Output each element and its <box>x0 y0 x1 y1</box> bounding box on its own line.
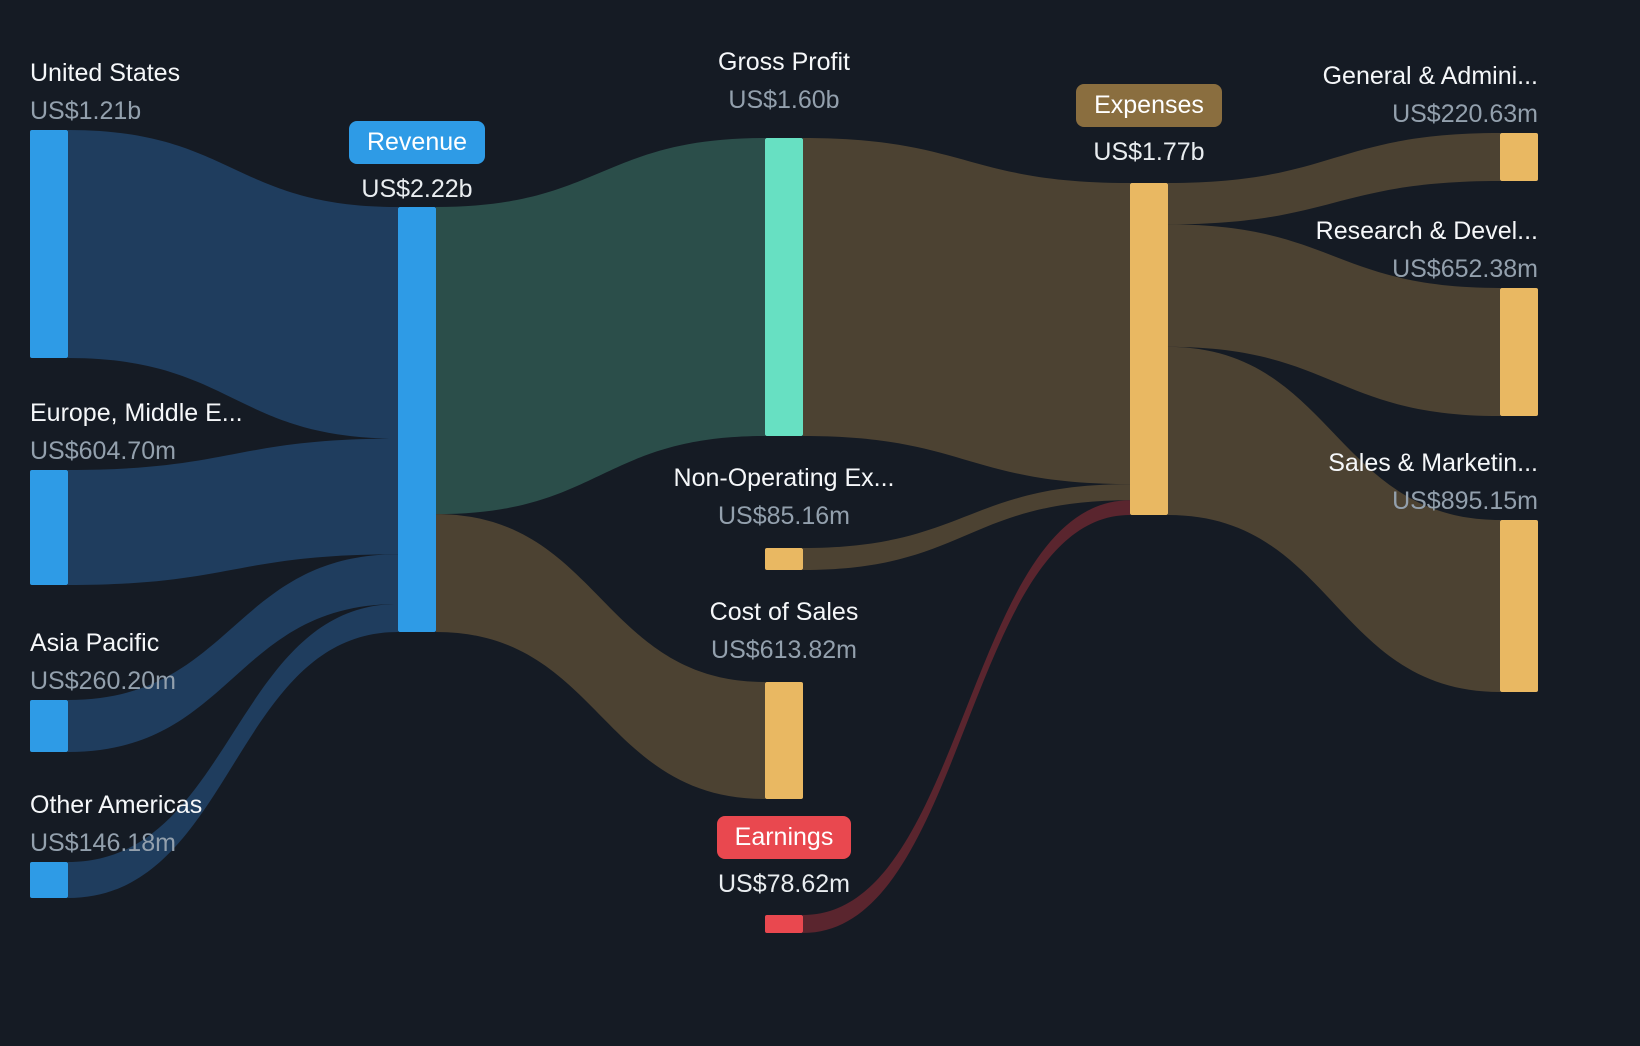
node-label-sales-marketing: Sales & Marketin... US$895.15m <box>1328 448 1538 518</box>
node-asia-pacific[interactable] <box>30 700 68 752</box>
node-sales-marketing[interactable] <box>1500 520 1538 692</box>
node-label-earnings: Earnings US$78.62m <box>584 816 984 900</box>
node-cost-of-sales[interactable] <box>765 682 803 799</box>
flow-asia-pacific-to-revenue[interactable] <box>68 554 398 752</box>
label-value: US$1.77b <box>1093 137 1205 166</box>
label-value: US$1.21b <box>30 97 142 126</box>
node-label-non-operating-expenses: Non-Operating Ex... US$85.16m <box>584 463 984 533</box>
label-text: Research & Devel... <box>1315 217 1538 245</box>
label-value: US$85.16m <box>717 502 851 531</box>
node-united-states[interactable] <box>30 130 68 358</box>
label-value: US$1.60b <box>728 86 840 115</box>
node-non-operating[interactable] <box>765 548 803 570</box>
label-value: US$613.82m <box>711 636 857 665</box>
flow-revenue-to-gross-profit[interactable] <box>436 138 765 515</box>
label-text: Non-Operating Ex... <box>673 464 895 492</box>
label-text: Europe, Middle E... <box>30 399 243 427</box>
node-label-united-states: United States US$1.21b <box>30 58 180 128</box>
label-text: Gross Profit <box>718 48 850 76</box>
node-label-general-admin: General & Admini... US$220.63m <box>1323 61 1538 131</box>
label-text: Sales & Marketin... <box>1328 449 1538 477</box>
node-label-expenses: Expenses US$1.77b <box>949 84 1349 168</box>
flow-expenses-to-sales-marketing[interactable] <box>1168 346 1500 692</box>
node-label-revenue: Revenue US$2.22b <box>217 121 617 205</box>
label-value: US$146.18m <box>30 829 176 858</box>
flow-other-americas-to-revenue[interactable] <box>68 604 398 898</box>
flow-expenses-to-research-dev[interactable] <box>1168 224 1500 416</box>
label-value: US$78.62m <box>717 869 851 898</box>
label-text: Other Americas <box>30 791 203 819</box>
flow-earnings-to-expenses[interactable] <box>803 500 1130 933</box>
label-value: US$2.22b <box>361 174 473 203</box>
expenses-badge[interactable]: Expenses <box>1076 84 1222 127</box>
node-label-europe: Europe, Middle E... US$604.70m <box>30 398 243 468</box>
earnings-badge[interactable]: Earnings <box>716 816 852 859</box>
node-label-gross-profit: Gross Profit US$1.60b <box>584 47 984 117</box>
label-text: Cost of Sales <box>709 598 859 626</box>
label-value: US$652.38m <box>1392 255 1538 284</box>
label-value: US$260.20m <box>30 667 176 696</box>
node-label-research-dev: Research & Devel... US$652.38m <box>1316 216 1538 286</box>
node-label-cost-of-sales: Cost of Sales US$613.82m <box>584 597 984 667</box>
flow-europe-to-revenue[interactable] <box>68 438 398 585</box>
node-earnings[interactable] <box>765 915 803 933</box>
flow-gross-profit-to-expenses[interactable] <box>803 138 1130 485</box>
node-revenue[interactable] <box>398 207 436 632</box>
label-text: Asia Pacific <box>30 629 160 657</box>
node-other-americas[interactable] <box>30 862 68 898</box>
label-text: General & Admini... <box>1322 62 1538 90</box>
node-label-asia-pacific: Asia Pacific US$260.20m <box>30 628 176 698</box>
flow-expenses-to-general-admin[interactable] <box>1168 133 1500 225</box>
node-general-admin[interactable] <box>1500 133 1538 181</box>
label-value: US$220.63m <box>1392 100 1538 129</box>
label-text: United States <box>30 59 181 87</box>
label-value: US$604.70m <box>30 437 176 466</box>
node-gross-profit[interactable] <box>765 138 803 436</box>
flow-non-operating-to-expenses[interactable] <box>803 484 1130 570</box>
revenue-badge[interactable]: Revenue <box>348 121 486 164</box>
node-europe[interactable] <box>30 470 68 585</box>
node-expenses[interactable] <box>1130 183 1168 515</box>
flow-revenue-to-cost-of-sales[interactable] <box>436 514 765 799</box>
flow-united-states-to-revenue[interactable] <box>68 130 398 439</box>
label-value: US$895.15m <box>1392 487 1538 516</box>
node-label-other-americas: Other Americas US$146.18m <box>30 790 202 860</box>
node-research-dev[interactable] <box>1500 288 1538 416</box>
